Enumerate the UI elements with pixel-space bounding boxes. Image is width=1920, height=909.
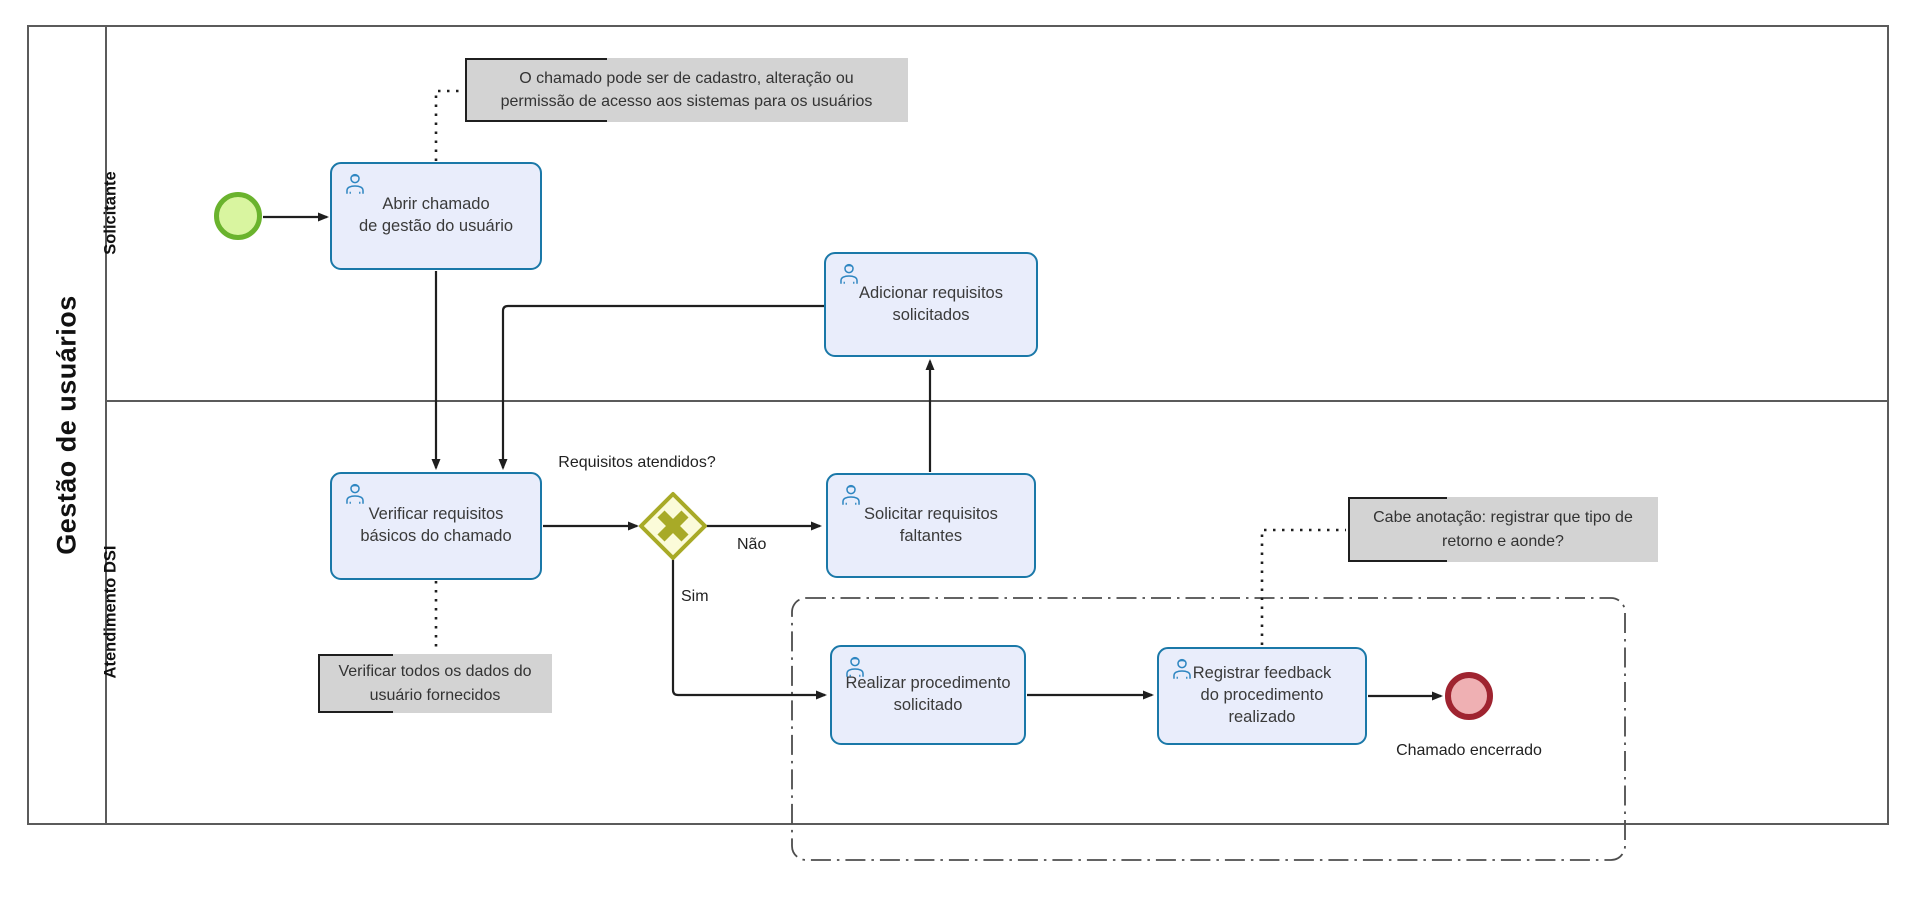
task-registrar-feedback[interactable]: Registrar feedback do procedimento reali…: [1157, 647, 1367, 745]
annotation-chamado-tipos[interactable]: O chamado pode ser de cadastro, alteraçã…: [465, 58, 908, 122]
user-icon: [346, 173, 364, 194]
lane-label-solicitante: Solicitante: [101, 171, 120, 255]
pool-title-column: [27, 25, 107, 825]
annotation-bracket: [465, 58, 607, 122]
user-icon: [840, 263, 858, 284]
task-label: Registrar feedback do procedimento reali…: [1192, 664, 1332, 726]
annotation-bracket: [1348, 497, 1448, 562]
task-label: Abrir chamado de gestão do usuário: [358, 195, 514, 235]
lane-divider: [107, 400, 1889, 402]
task-label: Adicionar requisitos solicitados: [859, 283, 1003, 324]
pool-title: Gestão de usuários: [51, 295, 82, 555]
user-icon: [346, 483, 364, 504]
task-realizar-procedimento[interactable]: Realizar procedimento solicitado: [830, 645, 1026, 745]
task-label: Solicitar requisitos faltantes: [864, 504, 998, 545]
branch-no-label: Não: [737, 536, 767, 553]
gateway-question-label: Requisitos atendidos?: [558, 454, 716, 471]
annotation-verificar-dados[interactable]: Verificar todos os dados do usuário forn…: [318, 654, 552, 713]
user-icon: [842, 484, 860, 505]
task-abrir-chamado[interactable]: Abrir chamado de gestão do usuário: [330, 162, 542, 270]
task-solicitar-requisitos[interactable]: Solicitar requisitos faltantes: [826, 473, 1036, 578]
user-icon: [846, 656, 864, 677]
end-event-label: Chamado encerrado: [1396, 742, 1542, 759]
annotation-text: Verificar todos os dados do usuário forn…: [338, 663, 532, 704]
annotation-text: O chamado pode ser de cadastro, alteraçã…: [500, 69, 873, 110]
task-label: Verificar requisitos básicos do chamado: [360, 505, 512, 545]
task-adicionar-requisitos[interactable]: Adicionar requisitos solicitados: [824, 252, 1038, 357]
task-verificar-requisitos[interactable]: Verificar requisitos básicos do chamado: [330, 472, 542, 580]
annotation-cabe-anotacao[interactable]: Cabe anotação: registrar que tipo de ret…: [1348, 497, 1658, 562]
annotation-text: Cabe anotação: registrar que tipo de ret…: [1373, 509, 1633, 550]
user-icon: [1173, 658, 1191, 679]
branch-yes-label: Sim: [681, 588, 709, 605]
lane-label-atendimento-dsi: Atendimento DSI: [101, 545, 120, 679]
annotation-bracket: [318, 654, 393, 713]
task-label: Realizar procedimento solicitado: [845, 674, 1011, 714]
